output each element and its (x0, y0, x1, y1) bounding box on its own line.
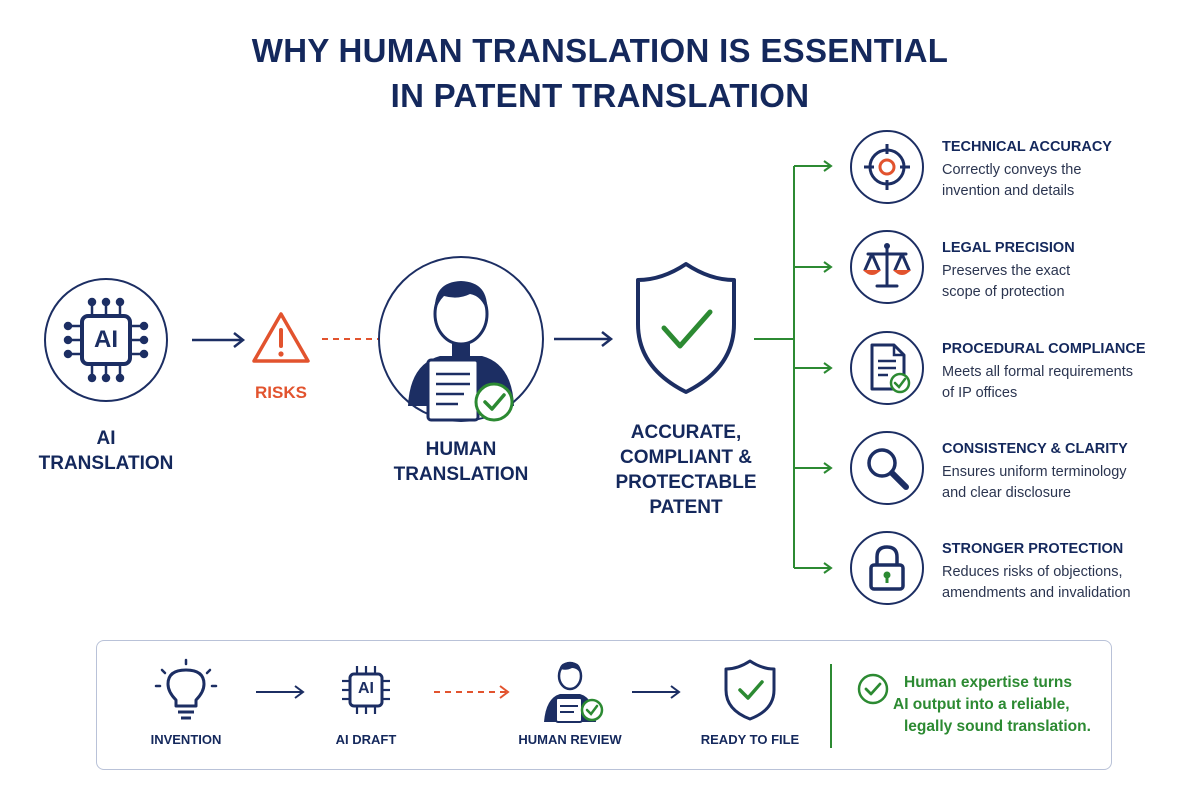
tagline-line-2: AI output into a reliable, (893, 696, 1070, 713)
panel-divider (830, 664, 832, 748)
benefit-3-title: PROCEDURAL COMPLIANCE (942, 341, 1146, 357)
target-icon (864, 144, 910, 190)
ai-label-line-1: AI (96, 428, 116, 449)
title-line-2: IN PATENT TRANSLATION (390, 77, 810, 114)
magnifier-icon (867, 448, 909, 490)
reviewer-icon (544, 661, 604, 723)
result-line-1: ACCURATE, (630, 422, 742, 443)
benefit-4-circle (850, 431, 924, 505)
ai-chip-icon (342, 666, 390, 714)
check-circle-icon (857, 673, 889, 705)
arrow-ai-to-risks (192, 332, 246, 348)
result-line-4: PATENT (649, 497, 723, 518)
scales-icon (863, 243, 911, 288)
risk-dashed-connector (322, 338, 380, 340)
step-4-label: READY TO FILE (700, 732, 800, 747)
step-1-label: INVENTION (150, 732, 222, 747)
benefit-4-desc-2: and clear disclosure (942, 485, 1071, 501)
step-2-label: AI DRAFT (335, 732, 397, 747)
benefit-3-desc-2: of IP offices (942, 385, 1018, 401)
lightbulb-icon (154, 658, 218, 720)
benefit-branch-connector (754, 160, 833, 574)
result-line-3: PROTECTABLE (615, 472, 757, 493)
document-check-icon (870, 343, 911, 394)
tagline-line-1: Human expertise turns (904, 674, 1072, 691)
benefit-1-title: TECHNICAL ACCURACY (942, 139, 1112, 155)
benefit-4-desc-1: Ensures uniform terminology (942, 464, 1127, 480)
draft-chip-text: AI (358, 680, 374, 697)
benefit-2-title: LEGAL PRECISION (942, 240, 1075, 256)
benefit-1-desc-2: invention and details (942, 183, 1075, 199)
tagline-line-3: legally sound translation. (904, 718, 1091, 735)
warning-icon (252, 312, 310, 363)
benefit-5-title: STRONGER PROTECTION (942, 541, 1124, 557)
human-label-line-1: HUMAN (425, 439, 497, 460)
title-line-1: WHY HUMAN TRANSLATION IS ESSENTIAL (251, 32, 949, 69)
benefit-4-title: CONSISTENCY & CLARITY (942, 441, 1128, 457)
benefit-5-desc-1: Reduces risks of objections, (942, 564, 1123, 580)
arrow-invention-to-draft (256, 685, 305, 699)
benefit-3-desc-1: Meets all formal requirements (942, 364, 1133, 380)
benefit-1-desc-1: Correctly conveys the (942, 162, 1082, 178)
arrow-review-to-file (632, 685, 681, 699)
ai-label-line-2: TRANSLATION (38, 453, 174, 474)
translator-person-icon (408, 281, 514, 422)
benefit-2-desc-2: scope of protection (942, 284, 1065, 300)
step-3-label: HUMAN REVIEW (518, 732, 622, 747)
benefit-2-desc-1: Preserves the exact (942, 263, 1071, 279)
arrow-human-to-result (554, 331, 614, 347)
shield-check-icon (636, 262, 736, 394)
ai-chip-icon (63, 297, 149, 383)
ai-chip-text: AI (94, 326, 118, 353)
benefit-5-circle (850, 531, 924, 605)
shield-check-icon (724, 659, 776, 721)
result-line-2: COMPLIANT & (620, 447, 752, 468)
arrow-draft-to-review-dashed (434, 685, 510, 699)
risks-label: RISKS (255, 383, 307, 402)
human-label-line-2: TRANSLATION (393, 464, 529, 485)
padlock-icon (869, 545, 905, 591)
process-panel (96, 640, 1112, 770)
benefit-1-circle (850, 130, 924, 204)
benefit-5-desc-2: amendments and invalidation (942, 585, 1131, 601)
